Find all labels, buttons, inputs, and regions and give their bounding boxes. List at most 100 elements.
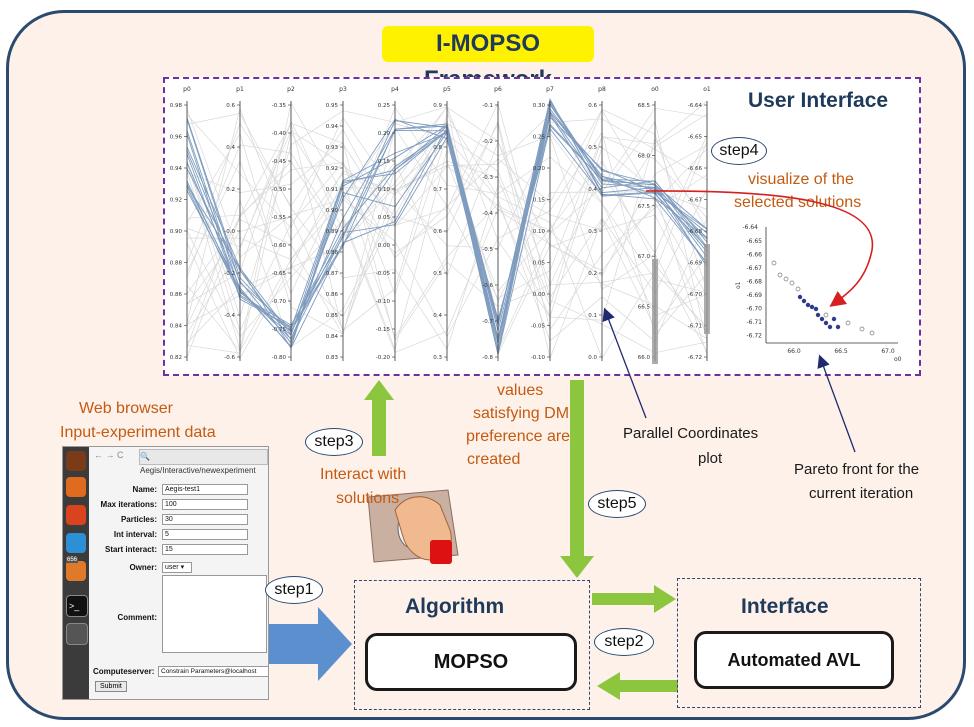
pc-tick-label: -0.75 <box>272 327 287 333</box>
pc-tick-label: 0.8 <box>433 145 442 151</box>
pc-tick-label: 0.95 <box>326 103 339 109</box>
pc-tick-label: -0.05 <box>531 324 546 330</box>
interface-label: Interface <box>741 595 829 618</box>
pc-tick-label: 0.4 <box>588 187 597 193</box>
workspace-icon[interactable] <box>66 623 88 645</box>
browser-window: 656 >_ ← → C 🔍 Aegis/Interactive/newexpe… <box>62 446 269 700</box>
pc-tick-label: -6.68 <box>688 229 703 235</box>
form-field-input[interactable]: 100 <box>162 499 248 510</box>
form-field-label: Int interval: <box>113 530 157 539</box>
pareto-y-tick: -6.72 <box>746 333 762 340</box>
firefox-icon[interactable] <box>66 477 86 497</box>
pc-tick-label: 0.93 <box>326 145 339 151</box>
pc-tick-label: 0.91 <box>326 187 338 193</box>
form-field-input[interactable]: 5 <box>162 529 248 540</box>
pc-tick-label: -6.65 <box>688 135 703 141</box>
pc-tick-label: 0.6 <box>588 103 597 109</box>
pareto-y-label: o1 <box>735 281 742 289</box>
step2-arrow-right <box>592 585 676 613</box>
software-center-icon[interactable]: 656 <box>66 557 86 581</box>
interface-box: Interface Automated AVL <box>677 578 921 708</box>
step1-arrow <box>268 607 352 681</box>
pc-axis: p00.980.960.940.920.900.880.860.840.82 <box>170 86 191 361</box>
interact-label-line2: solutions <box>336 490 400 507</box>
automated-avl-box: Automated AVL <box>694 631 894 689</box>
pc-tick-label: 0.90 <box>326 208 339 214</box>
comment-textarea[interactable] <box>162 575 267 653</box>
home-icon[interactable] <box>66 451 86 471</box>
pc-axis: p80.60.50.40.30.20.10.0 <box>588 86 606 361</box>
computeserver-select[interactable]: Constrain Parameters@localhost <box>158 666 268 677</box>
pc-background-lines <box>186 100 708 360</box>
url-bar[interactable]: 🔍 Aegis/Interactive/newexperiment <box>139 449 268 475</box>
pareto-x-tick: 66.5 <box>834 348 848 355</box>
comment-label: Comment: <box>117 613 157 622</box>
pareto-y-tick: -6.70 <box>746 306 762 313</box>
pareto-point <box>777 272 783 278</box>
form-field-input[interactable]: 15 <box>162 544 248 555</box>
step1-bubble: step1 <box>265 576 323 604</box>
pareto-x-tick: 67.0 <box>881 348 895 355</box>
pc-tick-label: -6.71 <box>688 324 702 330</box>
pc-tick-label: 0.15 <box>533 198 546 204</box>
pc-tick-label: -0.0 <box>224 229 235 235</box>
pc-tick-label: 0.88 <box>170 261 183 267</box>
pc-tick-label: -0.4 <box>224 313 235 319</box>
pareto-y-tick: -6.64 <box>742 224 758 231</box>
form-field-label: Particles: <box>120 515 157 524</box>
terminal-icon[interactable]: >_ <box>66 595 88 617</box>
pareto-x-tick: 66.0 <box>787 348 801 355</box>
pc-tick-label: 0.92 <box>170 198 182 204</box>
pareto-x-label: o0 <box>894 356 902 363</box>
pareto-label-line1: Pareto front for the <box>794 461 920 478</box>
pc-tick-label: 0.94 <box>326 124 339 130</box>
pc-tick-label: 0.9 <box>433 103 442 109</box>
chromium-icon[interactable] <box>66 533 86 553</box>
pc-tick-label: 0.2 <box>226 187 235 193</box>
pareto-selected-point <box>831 316 837 322</box>
algorithm-box: Algorithm MOPSO <box>354 580 590 710</box>
pareto-selected-point <box>801 298 807 304</box>
pareto-point <box>789 280 795 286</box>
values-label-line2: satisfying DM <box>473 405 570 422</box>
visualize-label-line2: selected solutions <box>734 194 862 211</box>
pareto-point <box>771 260 777 266</box>
pc-tick-label: 0.90 <box>170 229 183 235</box>
pc-tick-label: 0.10 <box>378 187 391 193</box>
pc-tick-label: -6.64 <box>688 103 703 109</box>
pc-tick-label: -0.7 <box>482 319 493 325</box>
back-forward-icon[interactable]: ← → C <box>94 450 124 460</box>
pc-tick-label: 68.5 <box>638 103 651 109</box>
pc-plot-label-line1: Parallel Coordinates <box>623 425 759 442</box>
form-field-input[interactable]: 30 <box>162 514 248 525</box>
pc-tick-label: 0.05 <box>533 261 546 267</box>
pc-tick-label: 0.20 <box>533 166 546 172</box>
pareto-y-tick: -6.66 <box>746 252 762 259</box>
pc-tick-label: -0.6 <box>224 355 235 361</box>
pc-tick-label: -0.5 <box>482 247 493 253</box>
pc-tick-label: 0.96 <box>170 135 183 141</box>
o0-brush <box>652 259 658 364</box>
pc-axis-name: p5 <box>443 86 451 93</box>
pareto-selected-point <box>809 304 815 310</box>
settings-icon[interactable] <box>66 505 86 525</box>
pc-tick-label: -0.35 <box>272 103 287 109</box>
pc-axis: p2-0.35-0.40-0.45-0.50-0.55-0.60-0.65-0.… <box>272 86 295 361</box>
pc-tick-label: 68.0 <box>638 153 651 159</box>
form-field-input[interactable]: Aegis-test1 <box>162 484 248 495</box>
owner-label: Owner: <box>129 563 157 572</box>
pc-axis-name: p2 <box>287 86 295 93</box>
pc-plot-label-line2: plot <box>698 450 723 467</box>
owner-select[interactable]: user ▾ <box>162 562 192 573</box>
pc-tick-label: 67.5 <box>638 204 651 210</box>
pc-tick-label: -0.3 <box>482 175 493 181</box>
pareto-pointer <box>817 354 856 453</box>
step5-arrow <box>560 380 594 578</box>
submit-button[interactable]: Submit <box>95 681 127 692</box>
form-field-label: Start interact: <box>104 545 157 554</box>
input-experiment-label: Input-experiment data <box>60 424 216 441</box>
values-label-line4: created <box>467 451 521 468</box>
pareto-y-tick: -6.71 <box>746 319 762 326</box>
pc-tick-label: 0.92 <box>326 166 338 172</box>
